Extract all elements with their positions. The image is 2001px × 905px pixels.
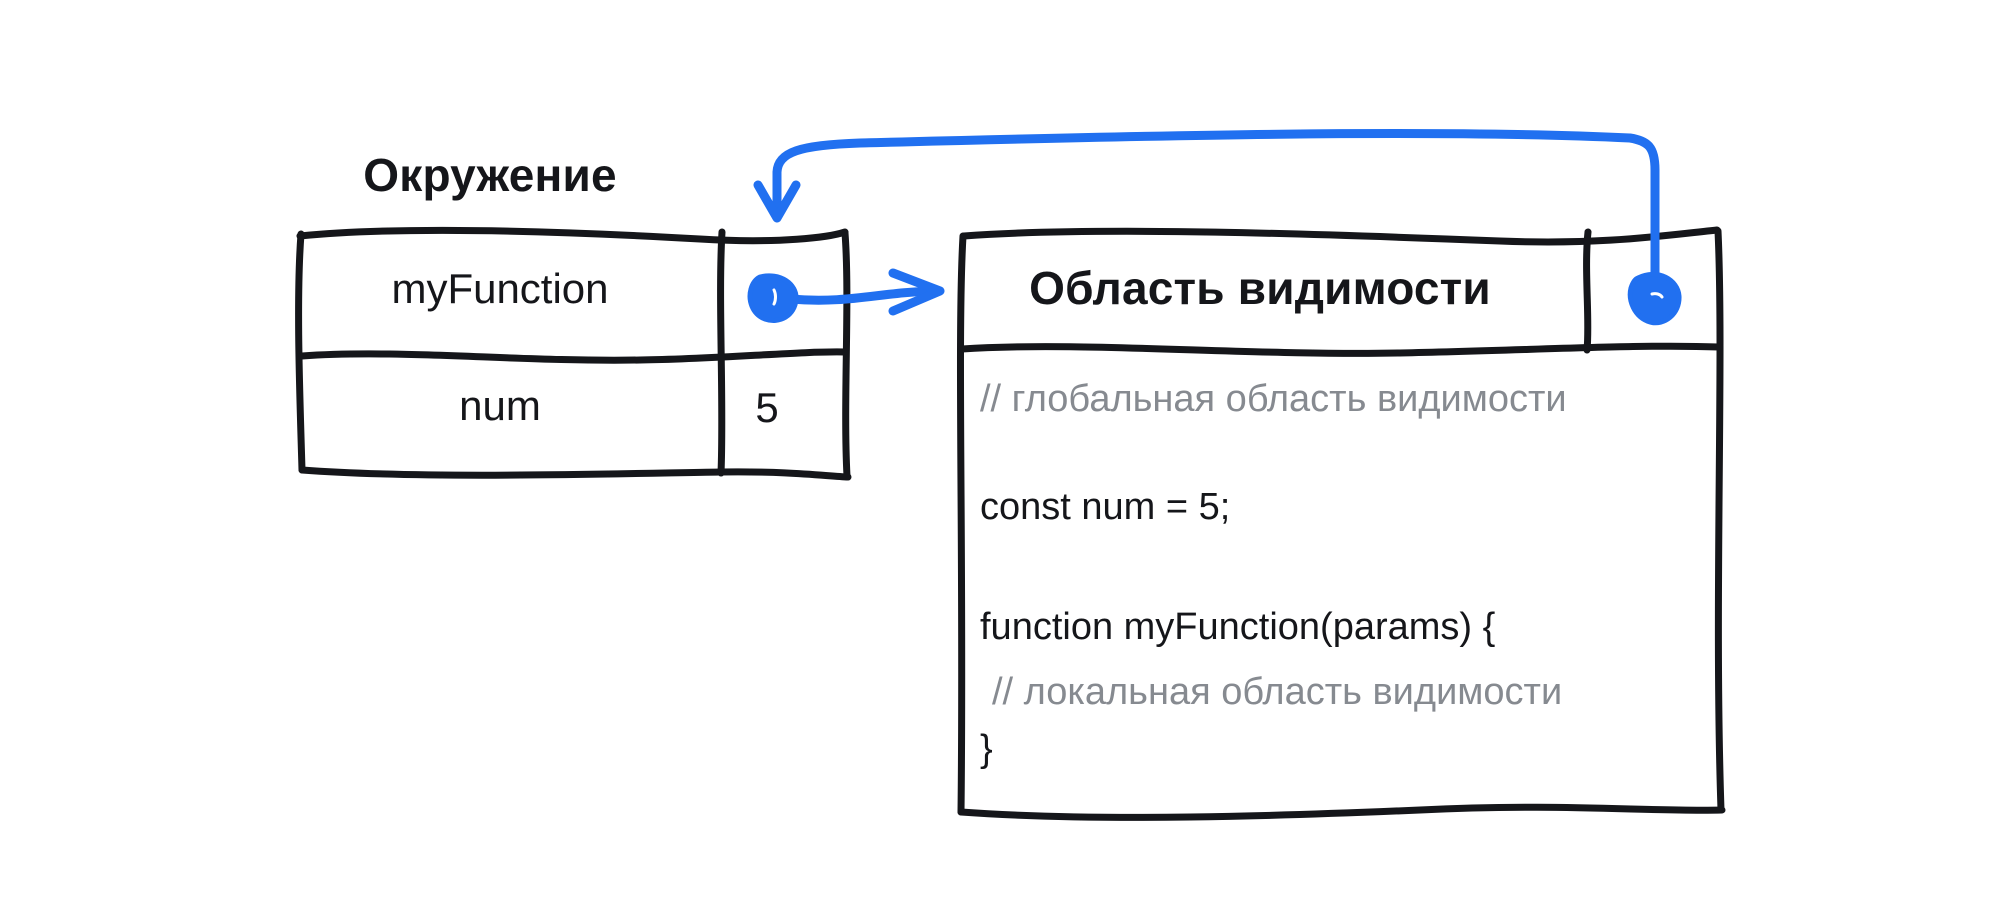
code-line-const-num: const num = 5; xyxy=(980,486,1231,528)
code-line-local-comment: // локальная область видимости xyxy=(992,671,1563,713)
environment-panel-title: Окружение xyxy=(363,149,617,201)
code-line-function-declaration: function myFunction(params) { xyxy=(980,606,1496,648)
environment-row-value-num: 5 xyxy=(755,384,779,431)
code-line-global-comment: // глобальная область видимости xyxy=(980,378,1567,420)
environment-row-key-num: num xyxy=(459,382,541,429)
environment-row-key-myfunction: myFunction xyxy=(391,265,609,312)
scope-panel-title: Область видимости xyxy=(1029,262,1491,314)
code-line-closing-brace: } xyxy=(980,728,993,770)
